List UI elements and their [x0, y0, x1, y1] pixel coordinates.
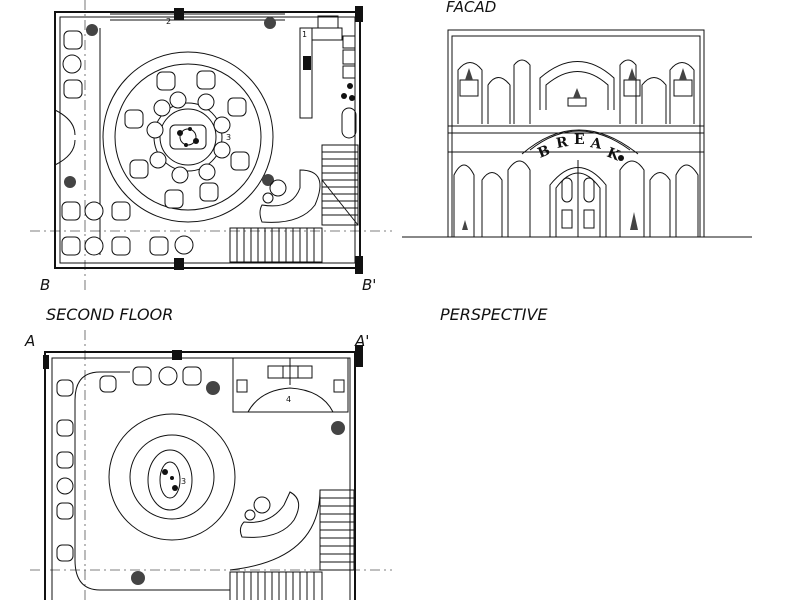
bar-counter — [259, 169, 321, 223]
left-seating — [61, 30, 194, 256]
plant-icon — [462, 68, 687, 230]
facade-elevation: FACAD — [402, 0, 752, 238]
plant-icon — [131, 381, 345, 585]
kitchen-counter — [299, 27, 313, 119]
facade-title: FACAD — [446, 0, 496, 16]
central-void — [108, 413, 236, 541]
svg-text:K: K — [605, 145, 623, 165]
ground-floor-plan: 3 2 1 — [30, 0, 392, 294]
svg-text:R: R — [555, 134, 570, 152]
column — [355, 6, 363, 22]
staircase — [229, 144, 359, 263]
restroom-block — [232, 357, 349, 413]
room-number-3-upper: 3 — [181, 477, 186, 486]
section-label-b: B — [40, 276, 50, 294]
break-sign: B R E A K — [536, 132, 623, 165]
svg-text:B: B — [536, 142, 553, 161]
bar-counter — [239, 491, 300, 538]
ground-floor-outer-wall — [54, 11, 361, 269]
room-number-2: 2 — [166, 17, 171, 26]
room-number-3: 3 — [226, 133, 231, 142]
room-number-1: 1 — [302, 30, 307, 39]
perspective-title: PERSPECTIVE — [440, 305, 548, 324]
svg-text:E: E — [574, 132, 585, 148]
column — [172, 350, 182, 360]
second-floor-title: SECOND FLOOR — [46, 305, 173, 324]
second-floor-plan: SECOND FLOOR A A' — [24, 305, 392, 600]
column — [355, 256, 363, 274]
column — [355, 345, 363, 367]
plant-icon — [64, 17, 276, 188]
section-label-b-prime: B' — [362, 276, 376, 294]
column — [174, 258, 184, 270]
circular-dining-area — [102, 51, 274, 223]
left-seating — [56, 366, 202, 562]
section-label-a: A — [24, 332, 35, 350]
room-number-4: 4 — [286, 395, 291, 404]
svg-text:A: A — [588, 135, 604, 153]
staircase — [229, 489, 355, 600]
